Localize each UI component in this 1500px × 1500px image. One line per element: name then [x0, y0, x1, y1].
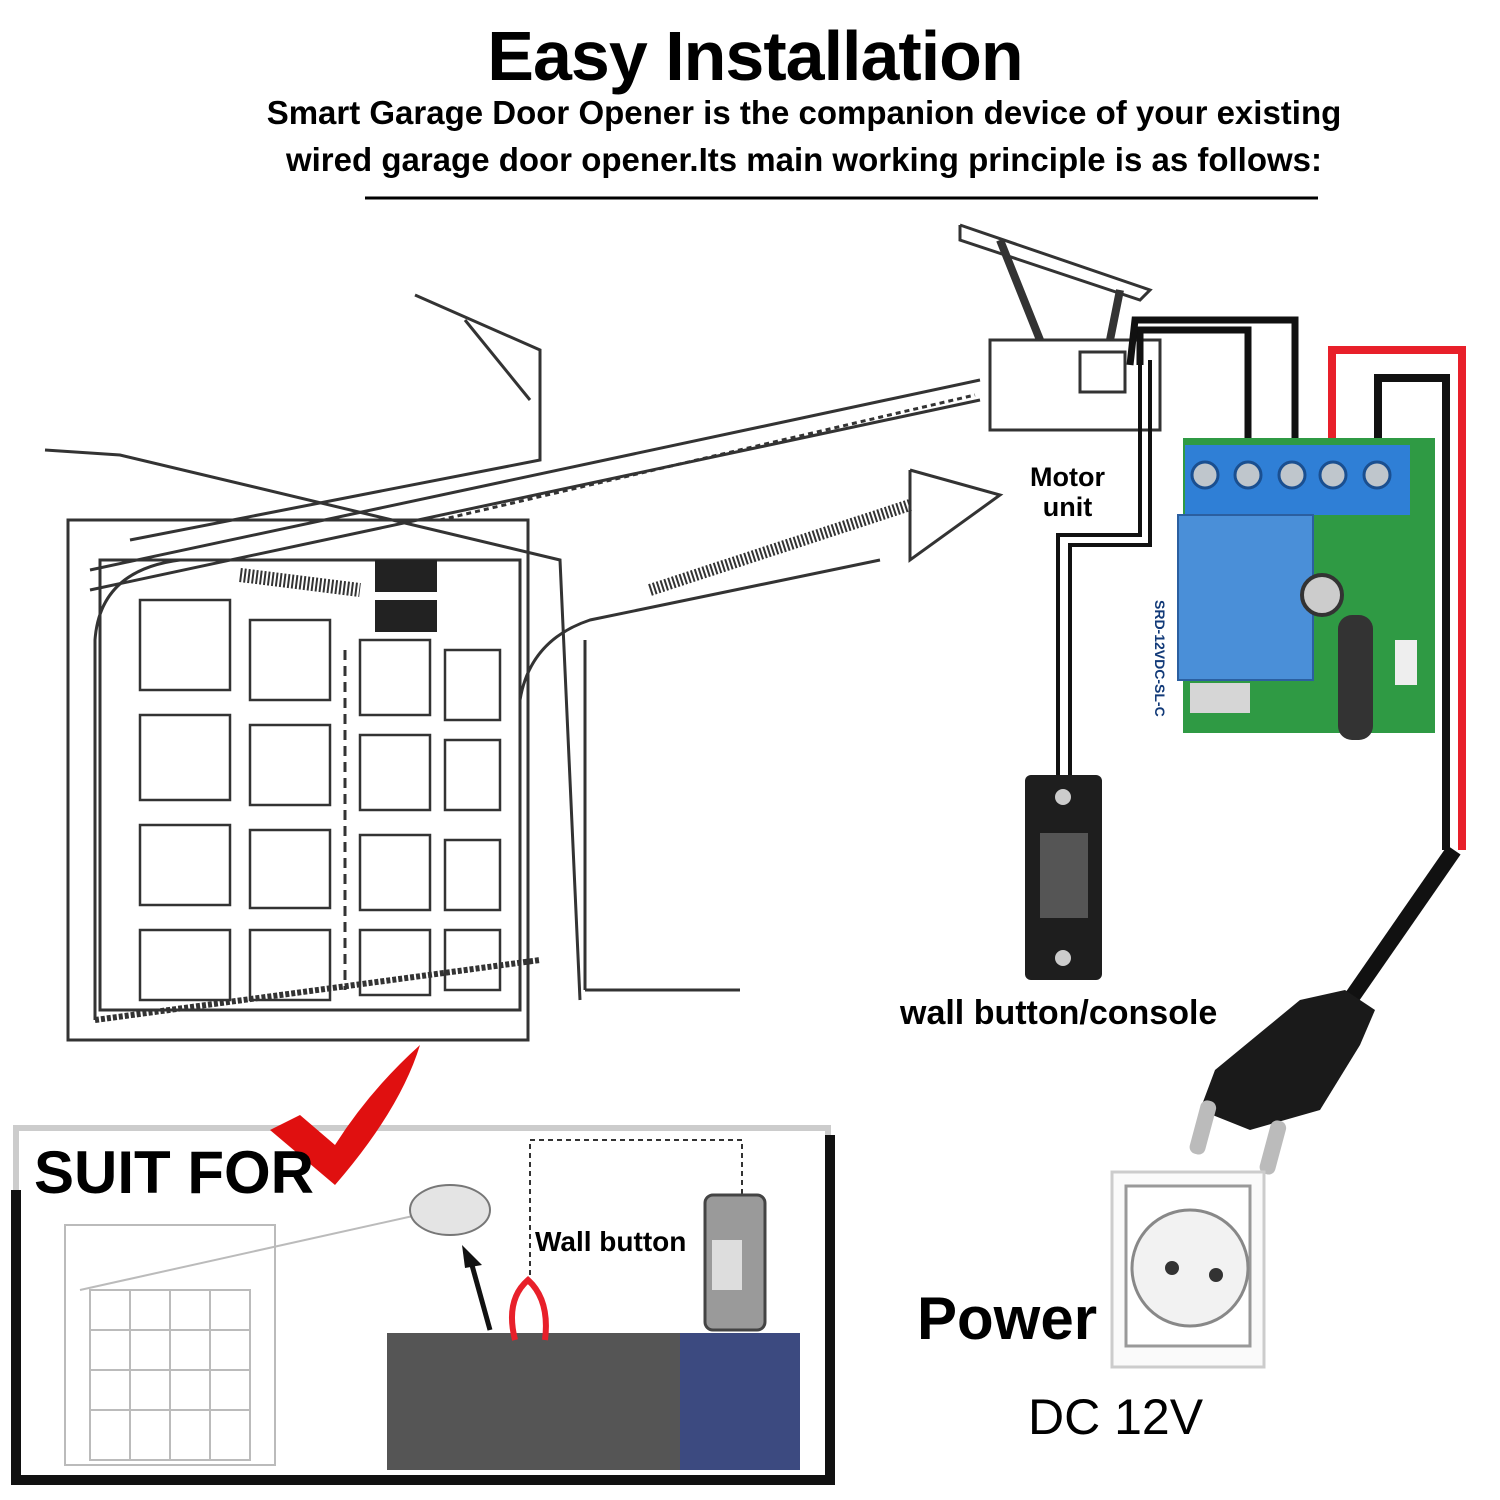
subtitle-line: wired garage door opener.Its main workin…: [285, 141, 1323, 178]
subtitle-line: Smart Garage Door Opener is the companio…: [266, 94, 1342, 131]
checkmark-icon: [270, 1045, 420, 1185]
arrow-icon: [462, 1245, 493, 1331]
wall-socket: [1110, 1170, 1266, 1369]
wall-button-label: Wall button: [535, 1226, 687, 1258]
relay-board: [1177, 438, 1435, 740]
page-title: Easy Installation: [487, 17, 1023, 95]
wall-button-console-label: wall button/console: [900, 994, 1218, 1032]
garage-illustration: [44, 223, 1162, 1042]
wall-button-console: [1025, 775, 1102, 980]
motor-unit-label: Motor unit: [1030, 462, 1105, 522]
relay-model-text: SRD-12VDC-SL-C: [1152, 600, 1168, 717]
wires: [1056, 316, 1466, 1005]
sensor-block: [375, 600, 437, 632]
suit-for-label: SUIT FOR: [34, 1139, 314, 1206]
power-plug: [1189, 990, 1375, 1175]
power-label: Power: [917, 1285, 1098, 1352]
motor-unit-label-line2: unit: [1042, 492, 1093, 522]
voltage-label: DC 12V: [1028, 1389, 1204, 1445]
suit-for-panel: [11, 1125, 835, 1485]
sensor-block: [375, 560, 437, 592]
motor-unit-label-line1: Motor: [1030, 462, 1105, 492]
